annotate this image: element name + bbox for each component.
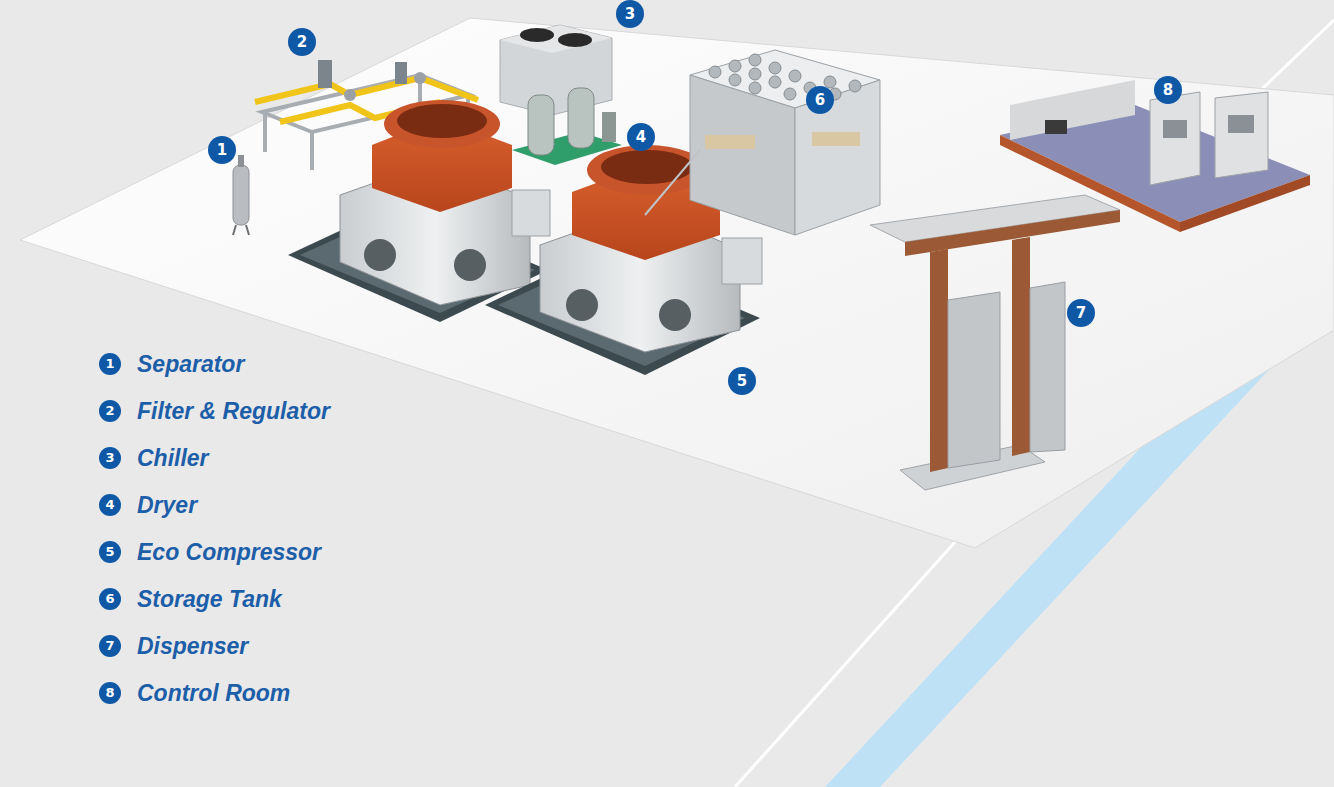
dispenser-part xyxy=(1030,282,1065,452)
eco-compressor-2-part xyxy=(601,150,693,184)
callout-number: 5 xyxy=(728,367,756,395)
eco-compressor-1-part xyxy=(364,239,396,271)
callout-number: 4 xyxy=(99,494,121,516)
eco-compressor-1-part xyxy=(454,249,486,281)
storage-tank-rack-part-part xyxy=(784,88,796,100)
eco-compressor-2-part xyxy=(722,238,762,284)
storage-tank-rack-part-part xyxy=(749,54,761,66)
callout-number: 3 xyxy=(616,0,644,28)
separator-vessel-part xyxy=(238,155,244,167)
dryer-unit-part xyxy=(528,95,554,155)
floor xyxy=(20,18,1334,548)
storage-tank-rack-part-part xyxy=(769,76,781,88)
separator-vessel-part xyxy=(233,165,249,225)
control-room-part xyxy=(1045,120,1067,134)
eco-compressor-1-part xyxy=(512,190,550,236)
dryer-unit-part xyxy=(602,112,616,142)
storage-tank-rack-part-part xyxy=(769,62,781,74)
eco-compressor-2-part xyxy=(587,145,707,195)
storage-tank-rack-part-part xyxy=(709,66,721,78)
chiller-unit xyxy=(500,25,612,115)
dispenser-part xyxy=(930,249,948,472)
part-name: Dispenser xyxy=(137,632,248,660)
eco-compressor-2-part xyxy=(566,289,598,321)
storage-tank-rack-part-part xyxy=(729,74,741,86)
filter-regulator-rack-part xyxy=(263,112,267,152)
filter-regulator-rack-part xyxy=(318,60,332,88)
callout-number: 1 xyxy=(99,353,121,375)
storage-tank-rack-part-part xyxy=(824,76,836,88)
callout-number: 7 xyxy=(1067,299,1095,327)
callout-number: 2 xyxy=(288,28,316,56)
storage-tank-rack xyxy=(645,50,880,235)
chiller-unit-part xyxy=(520,28,554,42)
storage-tank-rack-part xyxy=(705,135,755,149)
chiller-unit-part xyxy=(558,33,592,47)
callout-number: 8 xyxy=(99,682,121,704)
control-room-part xyxy=(1215,92,1268,178)
control-room-part xyxy=(1228,115,1254,133)
callout-number: 4 xyxy=(627,123,655,151)
storage-tank-rack-part-part xyxy=(789,70,801,82)
filter-regulator-rack-part xyxy=(310,132,314,170)
part-name: Dryer xyxy=(137,491,197,519)
eco-compressor-1 xyxy=(288,100,550,322)
chiller-unit-part xyxy=(500,25,612,53)
callout-number: 6 xyxy=(806,86,834,114)
filter-regulator-rack-part xyxy=(414,72,426,84)
storage-tank-rack-part-part xyxy=(749,82,761,94)
control-room-part xyxy=(1150,92,1200,185)
eco-compressor-1-part xyxy=(384,100,500,148)
control-room-part xyxy=(1163,120,1187,138)
eco-compressor-2-part xyxy=(659,299,691,331)
callout-number: 1 xyxy=(208,136,236,164)
part-name: Chiller xyxy=(137,444,209,472)
callout-number: 5 xyxy=(99,541,121,563)
storage-tank-rack-part-part xyxy=(729,60,741,72)
storage-tank-rack-part xyxy=(709,54,861,106)
part-name: Separator xyxy=(137,350,244,378)
storage-tank-rack-part xyxy=(690,75,795,235)
part-name: Storage Tank xyxy=(137,585,282,613)
filter-regulator-rack-part xyxy=(344,89,356,101)
callout-number: 6 xyxy=(99,588,121,610)
part-name: Filter & Regulator xyxy=(137,397,330,425)
dispenser-part xyxy=(948,292,1000,468)
part-name: Control Room xyxy=(137,679,290,707)
callout-number: 2 xyxy=(99,400,121,422)
storage-tank-rack-part-part xyxy=(849,80,861,92)
storage-tank-rack-part xyxy=(645,150,700,215)
dryer-unit-part xyxy=(568,88,594,148)
callout-number: 8 xyxy=(1154,76,1182,104)
floor-part xyxy=(20,18,1334,548)
separator-vessel xyxy=(233,155,249,235)
dispenser-part xyxy=(1012,237,1030,456)
callout-number: 3 xyxy=(99,447,121,469)
control-room-part xyxy=(1180,175,1310,232)
filter-regulator-rack-part xyxy=(255,78,478,102)
storage-tank-rack-part xyxy=(812,132,860,146)
separator-vessel-part xyxy=(233,225,236,235)
chiller-unit-part xyxy=(500,25,612,115)
control-room-part xyxy=(1010,80,1135,140)
filter-regulator-rack-part xyxy=(395,62,407,84)
part-name: Eco Compressor xyxy=(137,538,321,566)
separator-vessel-part xyxy=(246,225,249,235)
storage-tank-rack-part xyxy=(795,80,880,235)
eco-compressor-1-part xyxy=(397,104,487,138)
storage-tank-rack-part-part xyxy=(749,68,761,80)
callout-number: 7 xyxy=(99,635,121,657)
dispenser xyxy=(870,195,1120,490)
